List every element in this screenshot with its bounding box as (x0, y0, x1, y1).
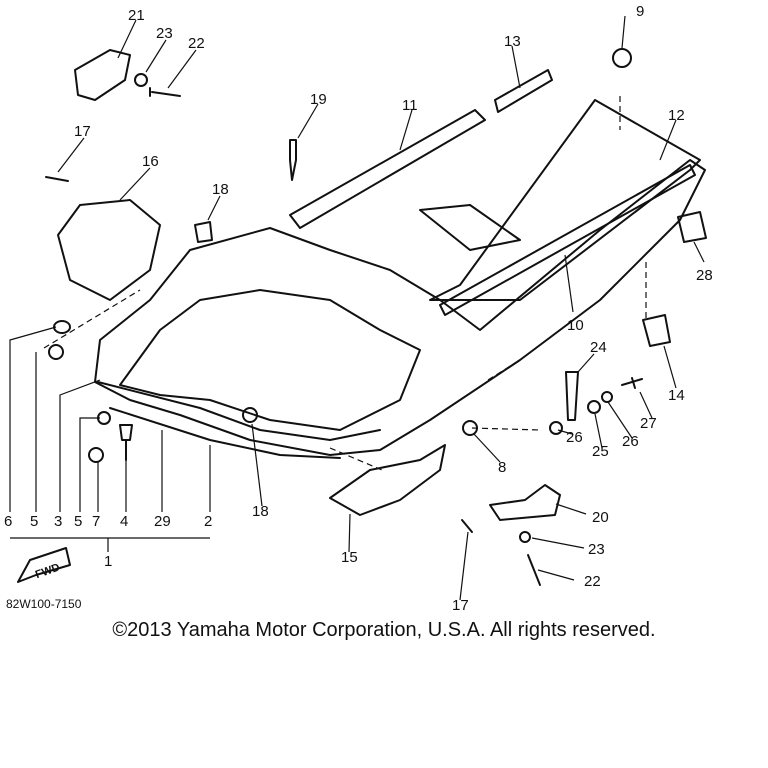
label-part-28: 28 (696, 267, 713, 284)
lever-24-drawing (565, 371, 579, 421)
part-4-drawing (119, 424, 133, 461)
bolt-22b-drawing (527, 554, 541, 586)
label-part-6: 6 (4, 513, 12, 530)
label-part-11: 11 (402, 97, 418, 114)
strip-13-drawing (494, 69, 553, 113)
grommet-18a-drawing (194, 221, 213, 243)
washer-25-drawing (587, 400, 601, 414)
part-7-drawing (88, 447, 104, 463)
label-part-12: 12 (668, 107, 685, 124)
block-28-drawing (677, 211, 707, 243)
label-part-17-top: 17 (74, 123, 91, 140)
bolt-27-drawing (621, 377, 643, 389)
bracket-15-drawing (329, 444, 446, 516)
exploded-parts-diagram: 21 23 22 9 13 19 11 12 17 16 18 28 10 24… (4, 3, 713, 610)
label-part-22-bottom: 22 (584, 573, 601, 590)
label-part-20: 20 (592, 509, 609, 526)
label-part-16: 16 (142, 153, 159, 170)
frame-drawing (94, 159, 706, 456)
fwd-arrow-icon (17, 547, 71, 583)
cover-16-drawing (57, 199, 161, 301)
frame-inner-drawing (119, 289, 421, 431)
label-part-5-right: 5 (74, 513, 82, 530)
label-part-13: 13 (504, 33, 521, 50)
fwd-label: FWD (34, 561, 62, 581)
label-part-9: 9 (636, 3, 644, 20)
part-5a-drawing (48, 344, 64, 360)
label-part-4: 4 (120, 513, 128, 530)
tunnel-top-drawing (429, 99, 701, 301)
label-part-14: 14 (668, 387, 685, 404)
label-part-7: 7 (92, 513, 100, 530)
label-part-2: 2 (204, 513, 212, 530)
copyright-notice: ©2013 Yamaha Motor Corporation, U.S.A. A… (112, 619, 656, 641)
rail-10-drawing (439, 164, 696, 316)
bracket-20-drawing (489, 484, 561, 521)
label-part-10: 10 (567, 317, 584, 334)
label-part-23-top: 23 (156, 25, 173, 42)
washer-26a-drawing (549, 421, 563, 435)
label-part-26-left: 26 (566, 429, 583, 446)
grommet-18b-drawing (242, 407, 258, 423)
label-part-15: 15 (341, 549, 358, 566)
frame-lower-rail-drawing (109, 407, 341, 459)
label-part-19: 19 (310, 91, 327, 108)
label-part-25: 25 (592, 443, 609, 460)
tunnel-plate-drawing (419, 204, 521, 251)
plate-14-drawing (642, 314, 671, 347)
label-part-26-right: 26 (622, 433, 639, 450)
label-part-18-top: 18 (212, 181, 229, 198)
label-part-17-bottom: 17 (452, 597, 469, 610)
drawing-code: 82W100-7150 (6, 597, 82, 610)
bolt-19-drawing (289, 139, 297, 181)
label-part-21: 21 (128, 7, 145, 24)
label-part-5-left: 5 (30, 513, 38, 530)
label-part-3: 3 (54, 513, 62, 530)
label-part-1: 1 (104, 553, 112, 570)
cap-9-drawing (612, 48, 632, 68)
label-part-23-bottom: 23 (588, 541, 605, 558)
label-part-8: 8 (498, 459, 506, 476)
bracket-21-drawing (74, 49, 131, 101)
part-6-drawing (53, 320, 71, 334)
washer-23a-drawing (134, 73, 148, 87)
label-part-29: 29 (154, 513, 171, 530)
washer-26b-drawing (601, 391, 613, 403)
frame-front-drawing (97, 381, 381, 441)
bolt-22a-drawing (149, 87, 181, 97)
washer-23b-drawing (519, 531, 531, 543)
label-part-22-top: 22 (188, 35, 205, 52)
bolt-17b-drawing (461, 519, 473, 533)
label-part-18-bottom: 18 (252, 503, 269, 520)
bolt-17a-drawing (45, 176, 69, 182)
label-part-27: 27 (640, 415, 657, 432)
strip-11-drawing (289, 109, 486, 229)
label-part-24: 24 (590, 339, 607, 356)
